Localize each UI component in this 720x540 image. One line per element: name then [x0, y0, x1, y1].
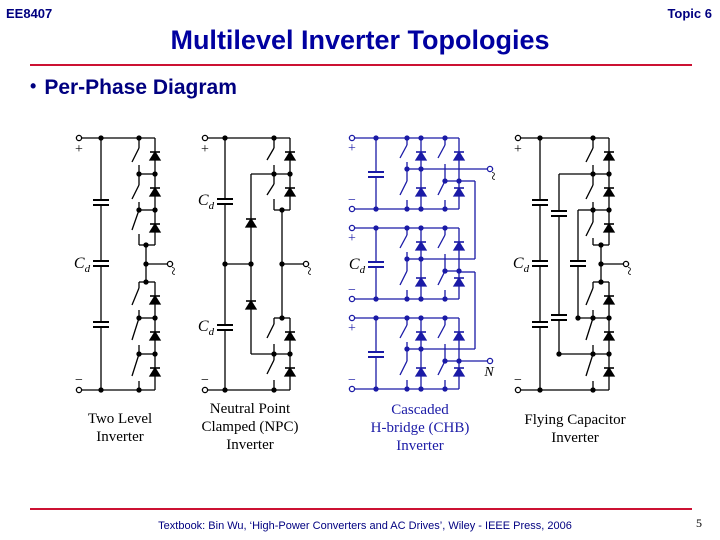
caption-two-level-line1: Two Level — [87, 411, 153, 427]
npc-plus-label: + — [201, 142, 209, 157]
two-level-plus-label: + — [75, 142, 83, 157]
chb-cell1-plus-label: + — [348, 141, 356, 156]
two-level-minus-label: − — [75, 373, 83, 388]
caption-flying-capacitor: Flying Capacitor Inverter — [510, 411, 640, 447]
chb-cell-1 — [348, 134, 465, 213]
caption-fc-line2: Inverter — [551, 430, 599, 446]
npc-minus-label: − — [201, 373, 209, 388]
slide-title-text: Multilevel Inverter Topologies — [170, 25, 550, 55]
npc-circuit — [201, 134, 310, 394]
chb-cell1-minus-label: − — [348, 193, 356, 208]
bullet-text: Per-Phase Diagram — [44, 76, 237, 99]
fc-plus-label: + — [514, 142, 522, 157]
two-level-output-label: ~ — [164, 266, 181, 276]
fc-minus-label: − — [514, 373, 522, 388]
topic-label: Topic 6 — [667, 6, 712, 21]
bullet-marker: • — [30, 76, 37, 96]
fc-output-label: ~ — [620, 266, 637, 276]
npc-cd-label-bottom: Cd — [197, 318, 215, 339]
caption-npc-line3: Inverter — [226, 437, 274, 453]
chb-cell3-plus-label: + — [348, 321, 356, 336]
chb-cell-3 — [348, 314, 465, 393]
course-code: EE8407 — [6, 6, 53, 21]
chb-circuit — [348, 134, 494, 393]
caption-chb-line3: Inverter — [396, 438, 444, 454]
caption-chb-line1: Cascaded — [391, 402, 449, 418]
chb-cell-2 — [348, 224, 465, 303]
caption-npc-line2: Clamped (NPC) — [201, 419, 299, 435]
caption-npc-line1: Neutral Point — [209, 401, 291, 417]
two-level-circuit — [75, 134, 174, 394]
npc-output-label: ~ — [300, 266, 317, 276]
caption-two-level-line2: Inverter — [96, 429, 144, 445]
slide-title: Multilevel Inverter Topologies — [0, 25, 720, 56]
page-number: 5 — [696, 516, 702, 530]
chb-cell2-minus-label: − — [348, 283, 356, 298]
caption-chb-line2: H-bridge (CHB) — [370, 420, 470, 436]
chb-cell2-plus-label: + — [348, 231, 356, 246]
caption-chb: Cascaded H-bridge (CHB) Inverter — [355, 401, 485, 455]
footer-citation: Textbook: Bin Wu, ‘High-Power Converters… — [0, 520, 720, 532]
chb-cell3-minus-label: − — [348, 373, 356, 388]
caption-npc: Neutral Point Clamped (NPC) Inverter — [190, 400, 310, 454]
footer-divider — [30, 508, 692, 510]
flying-capacitor-circuit — [514, 134, 630, 394]
footer-citation-text: Textbook: Bin Wu, ‘High-Power Converters… — [158, 520, 572, 532]
chb-output-label: ~ — [484, 171, 501, 181]
title-divider — [30, 64, 692, 66]
caption-fc-line1: Flying Capacitor — [524, 412, 626, 428]
chb-neutral-label: N — [484, 365, 494, 380]
npc-cd-label-top: Cd — [197, 192, 215, 213]
two-level-cd-label: Cd — [73, 255, 91, 276]
chb-cd-label: Cd — [348, 256, 366, 277]
caption-two-level: Two Level Inverter — [70, 410, 170, 446]
bullet-item: • Per-Phase Diagram — [30, 76, 237, 100]
fc-cd-label: Cd — [512, 255, 530, 276]
